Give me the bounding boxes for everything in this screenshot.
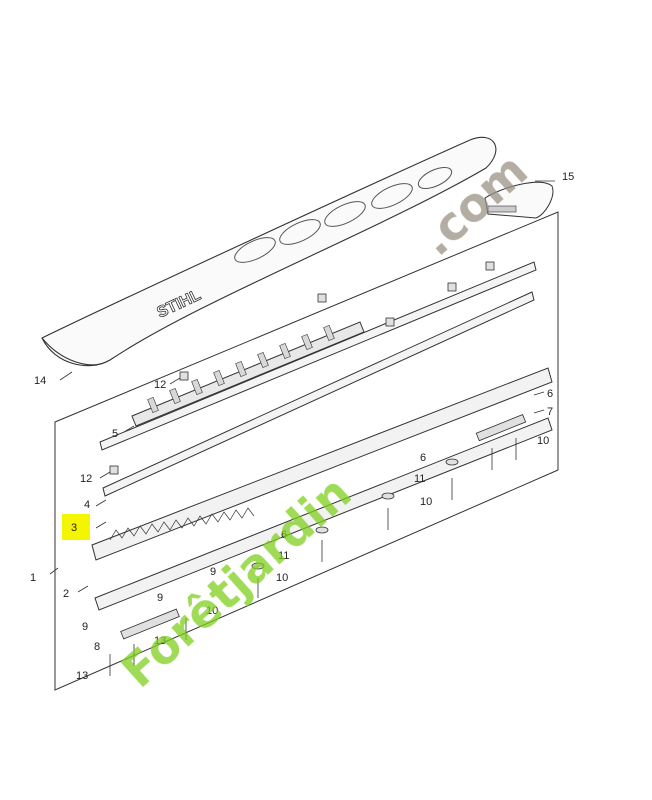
- part-label-8: 8: [94, 641, 100, 653]
- part-label-10b: 10: [420, 496, 432, 508]
- part-label-9c: 9: [82, 621, 88, 633]
- cutter-blade-lower: [94, 417, 553, 611]
- hardware: [109, 261, 527, 676]
- part-labels: 1 2 3 4 5 6 6 6 7 8 9 9 9 10 10 10 10 11…: [30, 171, 574, 682]
- end-cap: [484, 181, 554, 219]
- part-label-11b: 11: [278, 550, 289, 562]
- part-label-13a: 13: [154, 635, 166, 647]
- part-label-14: 14: [34, 375, 46, 387]
- part-label-6c: 6: [281, 529, 287, 541]
- part-label-9b: 9: [157, 592, 163, 604]
- part-label-1: 1: [30, 572, 36, 584]
- part-label-6b: 6: [420, 452, 426, 464]
- part-label-9a: 9: [210, 566, 216, 578]
- highlight-box: [62, 514, 90, 540]
- part-label-10a: 10: [537, 435, 549, 447]
- drive-bar-5: [131, 321, 365, 427]
- part-label-10c: 10: [276, 572, 288, 584]
- part-label-4: 4: [84, 499, 90, 511]
- flat-bar-4: [102, 291, 535, 497]
- assembly-frame: [54, 211, 559, 691]
- part-label-12b: 12: [80, 473, 92, 485]
- part-label-5: 5: [112, 428, 118, 440]
- part-label-2: 2: [63, 588, 69, 600]
- part-label-6a: 6: [547, 388, 553, 400]
- part-label-12a: 12: [154, 379, 166, 391]
- part-label-3: 3: [71, 522, 77, 534]
- part-label-15: 15: [562, 171, 574, 183]
- part-label-10d: 10: [206, 605, 218, 617]
- blade-cover: STIHL: [41, 136, 497, 367]
- part-label-11a: 11: [414, 473, 425, 485]
- cutter-blade-upper: [91, 367, 553, 561]
- part-label-13b: 13: [76, 670, 88, 682]
- leader-lines: [49, 180, 555, 593]
- part-label-7: 7: [547, 406, 553, 418]
